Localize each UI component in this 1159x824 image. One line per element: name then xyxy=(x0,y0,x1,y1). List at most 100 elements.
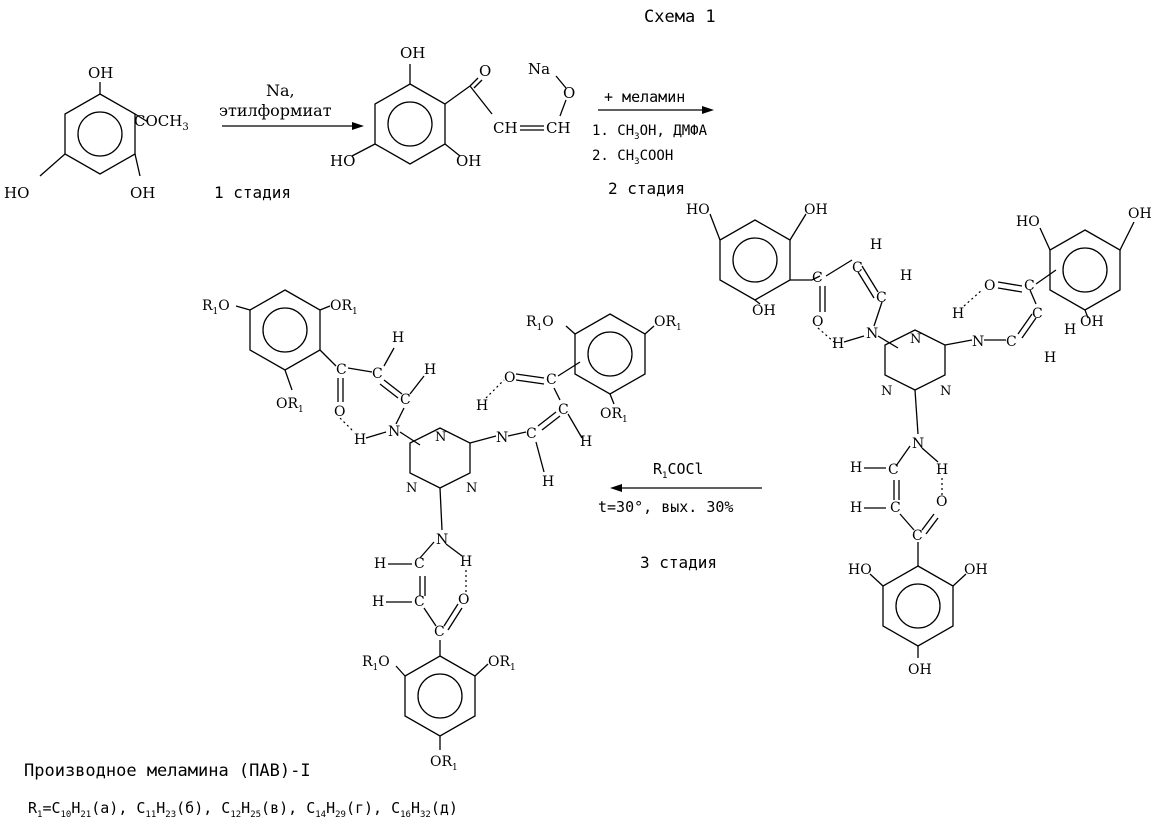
label-or1: OR1 xyxy=(330,298,358,317)
label-c: C xyxy=(890,500,901,516)
label-n: N xyxy=(910,332,921,347)
label-h: H xyxy=(1044,350,1056,366)
label-ho: HO xyxy=(330,152,355,170)
compound-caption: Производное меламина (ПАВ)-I xyxy=(24,761,311,781)
step1-label: 1 стадия xyxy=(214,183,291,202)
step3-reagent: R1COCl xyxy=(653,460,704,481)
label-h: H xyxy=(952,306,964,322)
label-h: H xyxy=(392,330,404,346)
label-or1: OR1 xyxy=(488,654,516,673)
label-c: C xyxy=(372,366,383,382)
label-o: O xyxy=(812,314,823,330)
label-coch3: COCH3 xyxy=(134,112,189,133)
compound-final-product: R1O OR1 OR1 C O C H C H N H N N N N H C … xyxy=(202,290,682,773)
label-h: H xyxy=(424,362,436,378)
step2-condition-2: 2. CH3COOH xyxy=(592,148,673,167)
label-r1o: R1O xyxy=(362,654,390,673)
label-h: H xyxy=(850,460,862,476)
label-ho: HO xyxy=(848,562,872,578)
label-or1: OR1 xyxy=(430,754,458,773)
label-h: H xyxy=(476,398,488,414)
label-oh: OH xyxy=(804,202,828,218)
label-c: C xyxy=(1032,306,1043,322)
step3-label: 3 стадия xyxy=(640,553,717,572)
label-oh: OH xyxy=(1128,206,1152,222)
label-n: N xyxy=(912,436,924,452)
step2-condition-1: 1. CH3OH, ДМФА xyxy=(592,123,708,142)
label-oh: OH xyxy=(456,152,481,170)
compound-intermediate: OH O Na O CH CH OH HO xyxy=(330,44,575,170)
step1-reagent-ethylformate: этилформиат xyxy=(219,101,332,120)
label-n: N xyxy=(940,384,951,399)
label-or1: OR1 xyxy=(276,396,304,415)
label-c: C xyxy=(400,392,411,408)
label-c: C xyxy=(888,462,899,478)
label-oh: OH xyxy=(752,303,776,319)
step1-reagent-na: Na, xyxy=(266,81,295,100)
label-ho: HO xyxy=(1016,214,1040,230)
label-oh: OH xyxy=(964,562,988,578)
label-o: O xyxy=(504,370,515,386)
label-h: H xyxy=(374,556,386,572)
label-c: C xyxy=(414,594,425,610)
label-h: H xyxy=(580,434,592,450)
label-or1: OR1 xyxy=(654,314,682,333)
label-h: H xyxy=(900,268,912,284)
label-na: Na xyxy=(528,60,550,78)
r1-definition: R1=C10H21(а), C11H23(б), C12H25(в), C14H… xyxy=(28,799,458,820)
label-oh: OH xyxy=(1080,314,1104,330)
step1-arrow: Na, этилформиат 1 стадия xyxy=(214,81,364,202)
label-c: C xyxy=(852,260,863,276)
label-h: H xyxy=(870,237,882,253)
label-ho: HO xyxy=(4,184,29,202)
label-n: N xyxy=(866,326,878,342)
label-c: C xyxy=(336,362,347,378)
label-o: O xyxy=(479,62,491,80)
label-n: N xyxy=(881,384,892,399)
step2-label: 2 стадия xyxy=(608,179,685,198)
label-o: O xyxy=(458,592,469,608)
label-n: N xyxy=(466,481,477,496)
label-c: C xyxy=(414,556,425,572)
label-n: N xyxy=(436,532,448,548)
label-o: O xyxy=(984,278,995,294)
label-oh: OH xyxy=(908,662,932,678)
label-ch: CH xyxy=(493,119,518,137)
step2-reagent-melamine: + меламин xyxy=(604,88,685,106)
compound-step2-product: HO OH OH C O C H C H N H N N N N H C H xyxy=(686,202,1152,678)
label-or1: OR1 xyxy=(600,406,628,425)
scheme-title: Схема 1 xyxy=(644,7,716,27)
label-n: N xyxy=(388,424,400,440)
label-o: O xyxy=(936,494,947,510)
label-r1o: R1O xyxy=(202,298,230,317)
label-ch: CH xyxy=(546,119,571,137)
label-ho: HO xyxy=(686,202,710,218)
label-c: C xyxy=(526,426,537,442)
label-h: H xyxy=(832,336,844,352)
label-h: H xyxy=(354,432,366,448)
label-c: C xyxy=(812,270,823,286)
label-n: N xyxy=(972,334,984,350)
label-h: H xyxy=(1064,322,1076,338)
label-h: H xyxy=(372,594,384,610)
step3-arrow: R1COCl t=30°, вых. 30% 3 стадия xyxy=(598,460,762,572)
label-r1o: R1O xyxy=(526,314,554,333)
label-oh: OH xyxy=(130,184,155,202)
label-n: N xyxy=(435,430,446,445)
label-o: O xyxy=(334,404,345,420)
label-o: O xyxy=(563,84,575,102)
label-h: H xyxy=(936,462,948,478)
label-c: C xyxy=(1006,334,1017,350)
label-c: C xyxy=(1024,278,1035,294)
label-oh: OH xyxy=(400,44,425,62)
step2-arrow: + меламин 1. CH3OH, ДМФА 2. CH3COOH 2 ст… xyxy=(592,88,714,198)
label-c: C xyxy=(558,402,569,418)
label-h: H xyxy=(460,554,472,570)
label-oh: OH xyxy=(88,64,113,82)
label-h: H xyxy=(542,474,554,490)
label-n: N xyxy=(496,430,508,446)
compound-starting-material: OH COCH3 OH HO xyxy=(4,64,189,202)
step3-condition: t=30°, вых. 30% xyxy=(598,498,733,516)
label-h: H xyxy=(850,500,862,516)
